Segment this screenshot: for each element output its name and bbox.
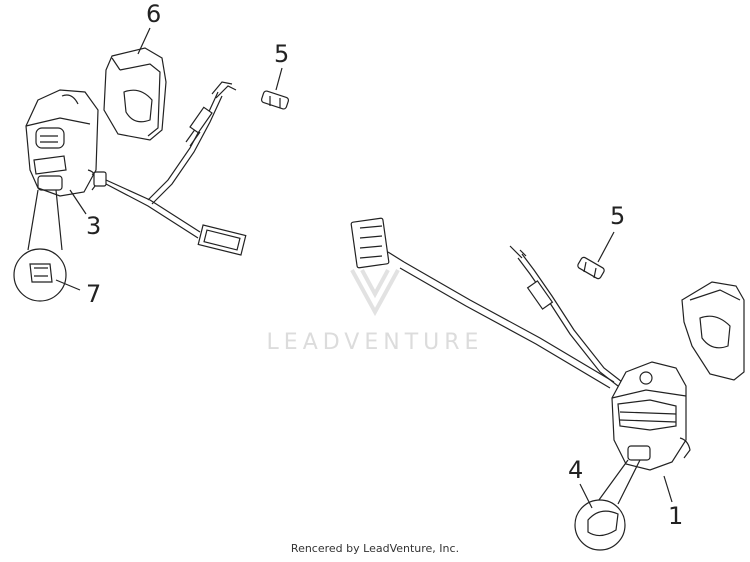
callout-5-right: 5 — [610, 202, 626, 230]
leader-line-3 — [69, 189, 87, 215]
part-4-detail-callout — [574, 459, 641, 551]
callout-1: 1 — [668, 502, 684, 530]
leader-line-6 — [137, 27, 151, 55]
right-wiring-harness — [399, 245, 623, 389]
leader-line-5-right — [597, 231, 615, 263]
part-3-left-switch — [25, 89, 99, 197]
right-handlebar-switch-assembly — [350, 217, 745, 551]
part-1-right-switch — [611, 361, 691, 471]
watermark-text: LEADVENTURE — [266, 330, 484, 355]
leader-line-5-left — [275, 67, 283, 91]
left-handlebar-switch-assembly — [13, 27, 290, 302]
callout-6: 6 — [146, 0, 162, 28]
leadventure-logo-watermark — [350, 269, 400, 317]
part-6-switch-cover — [103, 47, 167, 141]
callout-7: 7 — [86, 280, 102, 308]
leader-line-1 — [663, 475, 673, 503]
part-5-bulb-left — [260, 90, 290, 110]
part-5-bulb-right — [577, 256, 605, 280]
leader-line-4 — [579, 483, 593, 509]
footer-credit: Rencered by LeadVenture, Inc. — [290, 542, 460, 555]
left-wiring-harness — [91, 81, 247, 256]
right-harness-connector — [350, 217, 405, 269]
callout-5-left: 5 — [274, 40, 290, 68]
callout-4: 4 — [568, 456, 584, 484]
part-6-cover-right — [681, 281, 745, 381]
part-7-detail-callout — [13, 189, 81, 302]
callout-3: 3 — [86, 212, 102, 240]
